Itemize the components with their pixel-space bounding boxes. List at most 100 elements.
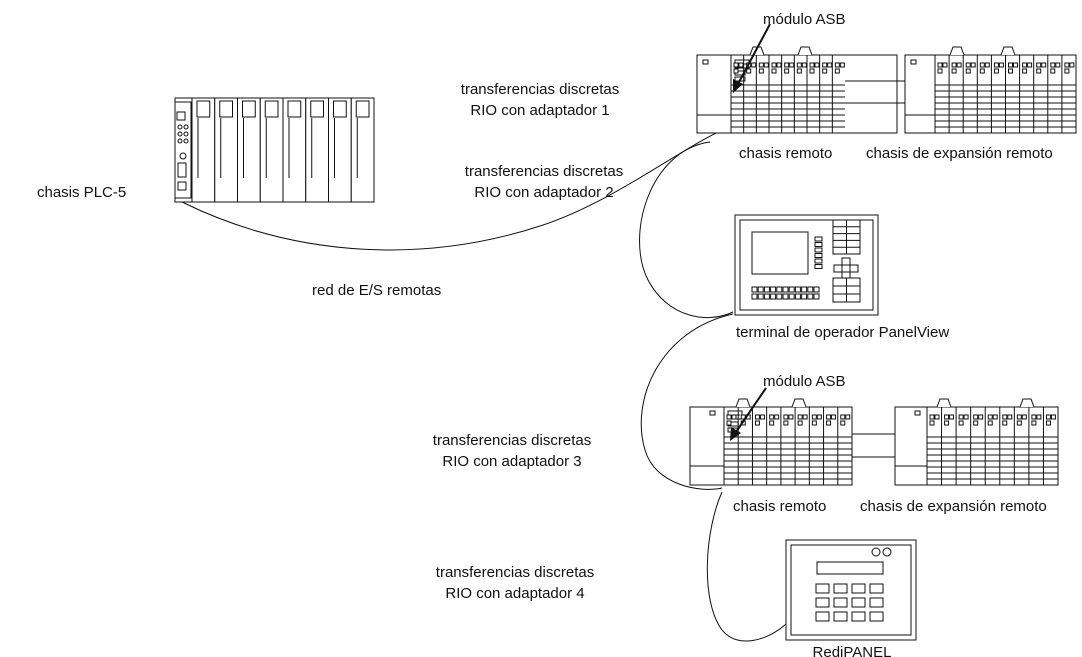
panelview-function-key <box>814 247 823 253</box>
adapter4-label-line2: RIO con adaptador 4 <box>445 585 584 602</box>
expansion-chassis-label-top: chasis de expansión remoto <box>866 145 1053 162</box>
panelview-key <box>770 286 777 293</box>
module-led <box>754 420 760 426</box>
panelview-key <box>770 293 777 300</box>
module-led <box>1002 420 1008 426</box>
module-led <box>758 68 764 74</box>
module-led <box>788 414 794 420</box>
module-led <box>738 62 744 68</box>
rio-cable <box>181 124 789 642</box>
module-led <box>949 414 955 420</box>
adapter2-label-line1: transferencias discretas <box>465 163 623 180</box>
panelview-key <box>763 286 770 293</box>
module-led <box>784 62 790 68</box>
asb-arrow-top <box>733 23 771 93</box>
panelview-function-key <box>814 253 823 258</box>
module-led <box>783 420 789 426</box>
module-led <box>944 420 950 426</box>
module-led <box>963 414 969 420</box>
module-led <box>944 414 950 420</box>
plc5-slot-latch <box>287 100 302 118</box>
redipanel-key <box>851 611 866 622</box>
module-led <box>826 420 832 426</box>
panelview-key <box>801 293 808 300</box>
plc5-slot-latch <box>264 100 279 118</box>
panelview-key <box>776 286 783 293</box>
redipanel-key <box>851 597 866 608</box>
module-led <box>1069 62 1075 68</box>
remote-chassis-bottom-modules <box>724 398 852 486</box>
module-led <box>797 420 803 426</box>
module-led <box>1050 414 1056 420</box>
redipanel-key <box>833 597 848 608</box>
chassis-handle <box>797 46 813 56</box>
module-led <box>1041 62 1047 68</box>
panelview-key <box>788 293 795 300</box>
adapter2-label-line2: RIO con adaptador 2 <box>474 184 613 201</box>
module-led <box>992 414 998 420</box>
module-led <box>809 68 815 74</box>
module-led <box>776 62 782 68</box>
module-led <box>1022 68 1028 74</box>
redipanel-key <box>815 611 830 622</box>
module-led <box>1013 62 1018 68</box>
panelview-nav-key <box>841 257 851 266</box>
redipanel-keypad <box>815 583 884 622</box>
panelview-key <box>751 286 758 293</box>
module-led <box>774 414 780 420</box>
redipanel-key <box>869 583 884 594</box>
adapter3-label-line1: transferencias discretas <box>433 432 591 449</box>
module-led <box>811 414 817 420</box>
adapter4-label-line1: transferencias discretas <box>436 564 594 581</box>
panelview-function-key <box>814 264 823 269</box>
module-led <box>845 414 851 420</box>
module-led <box>1045 420 1051 426</box>
module-led <box>956 62 962 68</box>
module-led <box>1016 414 1022 420</box>
module-led <box>1008 62 1013 68</box>
chassis-handle <box>1000 46 1016 56</box>
module-led <box>937 68 943 74</box>
module-led <box>1036 68 1042 74</box>
redipanel-key <box>869 611 884 622</box>
module-led <box>769 420 775 426</box>
module-led <box>1021 414 1027 420</box>
redipanel-key <box>869 597 884 608</box>
module-led <box>783 414 789 420</box>
redipanel-key <box>851 583 866 594</box>
module-led <box>822 68 828 74</box>
remote-chassis-top-modules <box>731 46 845 134</box>
asb-arrow-bottom <box>730 387 767 441</box>
module-led <box>814 62 820 68</box>
module-led <box>979 62 985 68</box>
panelview-key <box>782 293 789 300</box>
module-led <box>1050 68 1056 74</box>
module-led <box>726 420 732 426</box>
module-led <box>1050 62 1056 68</box>
chassis-handle <box>791 398 807 408</box>
module-led <box>978 414 984 420</box>
panelview-keypad <box>751 220 860 302</box>
panelview-key <box>782 286 789 293</box>
module-led <box>937 62 943 68</box>
module-led <box>726 414 732 420</box>
module-led <box>840 414 846 420</box>
panelview-key <box>751 293 758 300</box>
module-led <box>934 414 940 420</box>
module-led <box>834 62 840 68</box>
module-led <box>796 68 802 74</box>
redipanel-key <box>815 583 830 594</box>
module-led <box>811 420 817 426</box>
module-led <box>951 62 957 68</box>
module-led <box>840 420 846 426</box>
module-led <box>759 414 765 420</box>
module-led <box>979 68 985 74</box>
module-led <box>1022 62 1028 68</box>
module-led <box>951 68 957 74</box>
panelview-nav-key <box>833 264 843 273</box>
redipanel <box>785 539 917 641</box>
module-led <box>816 414 822 420</box>
chassis-link-bottom <box>852 433 895 458</box>
asb-module-label-bottom: módulo ASB <box>763 373 846 390</box>
